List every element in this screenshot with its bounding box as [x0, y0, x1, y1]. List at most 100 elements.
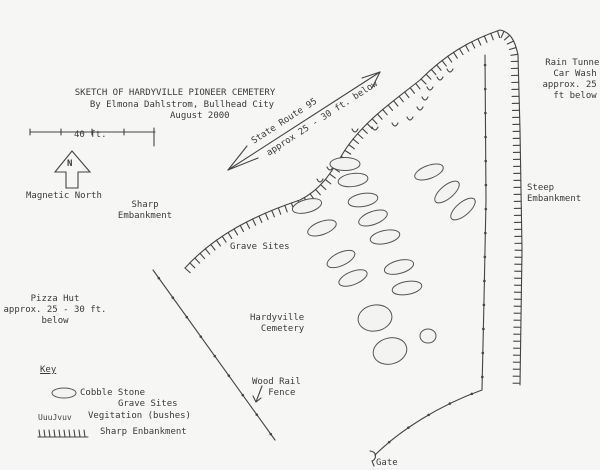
hatch-mark	[420, 78, 427, 85]
hatch-mark	[73, 429, 76, 438]
key-embankment-label: Sharp Enbankment	[100, 427, 187, 437]
hatch-mark	[227, 231, 233, 239]
grave-site	[369, 229, 401, 245]
key-title: Key	[40, 365, 57, 375]
fence-post	[407, 426, 410, 429]
bush-mark	[436, 76, 444, 81]
grave-site	[307, 219, 337, 237]
fence-post	[483, 255, 487, 259]
fence-post	[481, 351, 485, 355]
hatch-mark	[382, 108, 388, 116]
fence-label: Wood Rail Fence	[252, 377, 301, 398]
hatch-mark	[38, 429, 41, 438]
fence-post	[483, 63, 487, 67]
hatch-mark	[184, 267, 191, 274]
gate-icon	[369, 450, 377, 467]
hatch-mark	[356, 133, 364, 139]
fence-post	[484, 135, 487, 139]
grave-site	[383, 259, 415, 275]
hatch-mark	[500, 30, 505, 39]
grave-site	[414, 163, 444, 181]
title-date: August 2000	[170, 111, 230, 121]
fence-post	[213, 354, 217, 358]
hatch-mark	[506, 40, 515, 45]
hatch-mark	[477, 38, 482, 46]
grave-site	[434, 180, 460, 204]
hatch-mark	[315, 188, 321, 196]
fence-post	[427, 413, 430, 417]
hatch-mark	[329, 173, 336, 179]
grave-site	[357, 304, 393, 332]
hatch-mark	[258, 215, 263, 223]
hatch-mark	[404, 91, 410, 99]
embankment-hatching	[184, 30, 523, 384]
hatch-mark	[43, 429, 46, 438]
fence-right	[374, 54, 487, 456]
hatch-mark	[510, 53, 519, 56]
fence-post	[269, 432, 273, 436]
hatch-mark	[264, 212, 269, 221]
hatch-mark	[284, 204, 288, 213]
grave-site	[372, 337, 408, 365]
bush-mark	[406, 116, 414, 121]
grave-site	[419, 328, 437, 344]
gate-label: Gate	[376, 458, 398, 468]
hatch-mark	[452, 51, 458, 59]
north-label: Magnetic North	[26, 191, 102, 201]
fence-post	[484, 231, 487, 235]
fence-pointer-arrow	[252, 385, 263, 403]
hatch-mark	[436, 64, 442, 71]
hatch-mark	[348, 144, 355, 150]
grave-site	[347, 192, 379, 208]
hatch-mark	[78, 429, 81, 438]
hatch-mark	[344, 149, 352, 155]
hatch-mark	[189, 262, 196, 269]
hatch-mark	[215, 239, 222, 247]
bush-mark	[371, 126, 379, 131]
hatch-mark	[324, 178, 332, 185]
hatch-mark	[239, 224, 245, 233]
hatch-mark	[471, 41, 476, 49]
fence-post	[482, 303, 486, 307]
grave-site	[338, 269, 368, 287]
grave-sites	[291, 157, 476, 365]
fence-post	[484, 207, 488, 211]
grave-sites-label: Grave Sites	[230, 242, 290, 252]
hatch-mark	[496, 30, 501, 39]
hatch-mark	[271, 209, 275, 218]
hatch-mark	[415, 82, 421, 90]
embankment-line	[184, 29, 523, 386]
vegetation-bushes	[316, 68, 454, 183]
hatch-mark	[398, 95, 404, 103]
hatch-mark	[199, 252, 206, 260]
grave-site	[326, 249, 356, 269]
bush-icon: UuuJvuv	[38, 413, 72, 422]
grave-site	[450, 197, 476, 221]
hatch-mark	[210, 243, 216, 251]
north-letter: N	[67, 159, 73, 169]
hatch-mark	[352, 138, 360, 145]
hatch-mark	[371, 118, 378, 125]
hatch-mark	[245, 221, 251, 229]
hatch-mark	[458, 48, 464, 56]
hatch-mark	[252, 218, 257, 226]
hatch-mark	[58, 429, 61, 438]
hatch-mark	[366, 123, 373, 130]
hatch-mark	[490, 32, 494, 41]
fence-post	[483, 87, 487, 91]
bush-mark	[416, 106, 424, 111]
hatch-mark	[83, 429, 86, 438]
title-line1: SKETCH OF HARDYVILLE PIONEER CEMETERY	[74, 88, 276, 98]
fence-post	[484, 183, 488, 187]
hatch-mark	[277, 207, 282, 215]
grave-site	[291, 198, 323, 214]
route-arrow	[227, 71, 381, 171]
bush-mark	[446, 68, 454, 73]
fence-post	[387, 440, 391, 444]
bush-mark	[351, 128, 359, 133]
bush-mark	[316, 178, 324, 183]
